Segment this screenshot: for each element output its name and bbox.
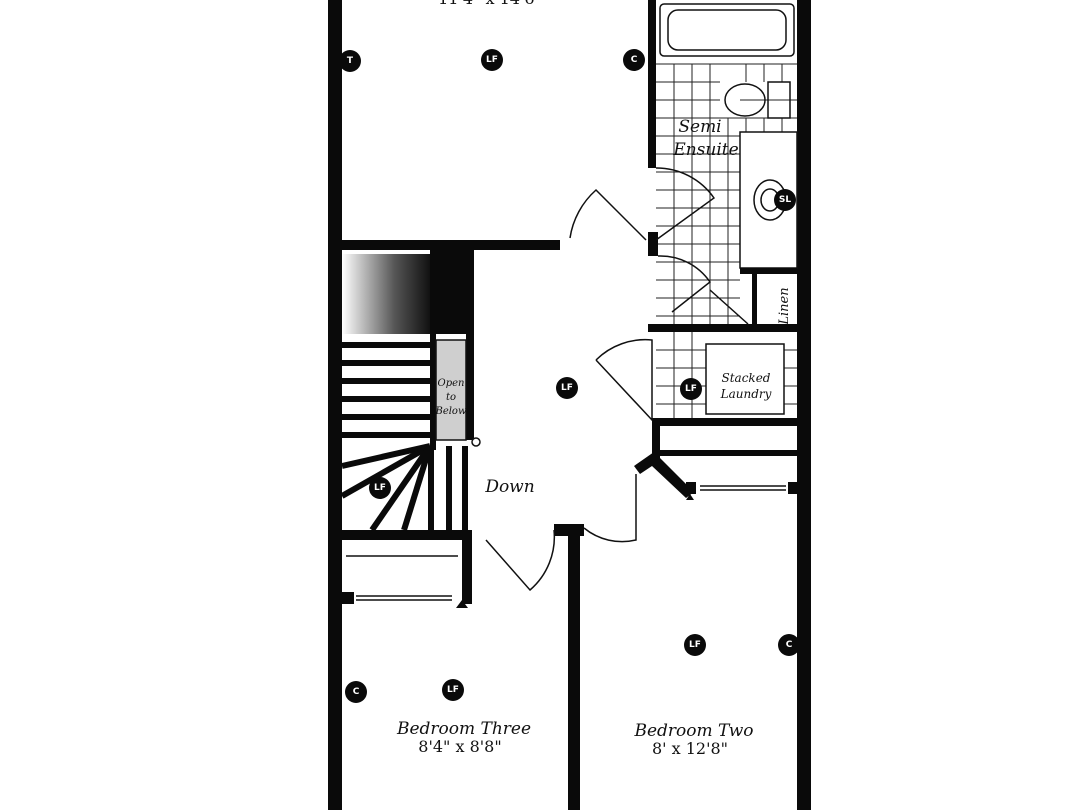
linen-label: Linen	[777, 287, 792, 325]
light-fixture-symbol: LF	[556, 377, 578, 399]
sink-light-symbol: SL	[774, 189, 796, 211]
open-to-below-label-2: to	[446, 392, 456, 403]
top-room-right-wall	[648, 0, 656, 168]
bathtub	[659, 3, 795, 57]
bedroom-divider-wall	[568, 526, 580, 810]
open-to-below-label-3: Below	[434, 406, 466, 417]
open-to-below-label-1: Open	[438, 378, 465, 389]
closet-symbol: C	[623, 49, 645, 71]
light-fixture-symbol: LF	[442, 679, 464, 701]
svg-text:T: T	[347, 56, 354, 66]
bedroom-three-dimensions: 8'4" x 8'8"	[418, 737, 501, 756]
closet-symbol: C	[345, 681, 367, 703]
svg-text:LF: LF	[685, 384, 697, 394]
down-label: Down	[484, 477, 534, 497]
svg-text:C: C	[786, 640, 793, 650]
light-fixture-symbol: LF	[369, 477, 391, 499]
laundry-label-2: Laundry	[720, 387, 772, 401]
closet-symbol: C	[778, 634, 800, 656]
open-to-below	[435, 339, 467, 441]
staircase	[340, 250, 481, 540]
svg-text:C: C	[631, 55, 638, 65]
thermostat-symbol: T	[339, 50, 361, 72]
light-fixture-symbol: LF	[481, 49, 503, 71]
svg-text:LF: LF	[447, 685, 459, 695]
stacked-laundry-unit	[705, 343, 785, 415]
semi-ensuite	[569, 3, 798, 332]
exterior-wall-right	[797, 0, 811, 810]
bedroom-three-label: Bedroom Three	[396, 719, 531, 739]
svg-text:LF: LF	[689, 640, 701, 650]
semi-ensuite-label-1: Semi	[678, 117, 721, 137]
light-fixture-symbol: LF	[680, 378, 702, 400]
svg-text:C: C	[353, 687, 360, 697]
exterior-wall-left	[328, 0, 342, 810]
top-room-dimensions: 11'4" x 14'6"	[438, 0, 542, 8]
top-room-wall	[342, 240, 560, 250]
bedroom-two-label: Bedroom Two	[633, 721, 753, 741]
bedroom-three-closet	[342, 540, 472, 608]
toilet	[724, 83, 766, 117]
svg-text:LF: LF	[561, 383, 573, 393]
light-fixture-symbol: LF	[684, 634, 706, 656]
svg-text:LF: LF	[374, 483, 386, 493]
bedroom-two-dimensions: 8' x 12'8"	[652, 739, 728, 758]
semi-ensuite-label-2: Ensuite	[672, 140, 738, 160]
laundry-label-1: Stacked	[722, 371, 771, 385]
bathroom-tiles	[656, 63, 797, 330]
svg-text:LF: LF	[486, 55, 498, 65]
svg-text:SL: SL	[779, 195, 791, 205]
laundry	[583, 332, 798, 543]
